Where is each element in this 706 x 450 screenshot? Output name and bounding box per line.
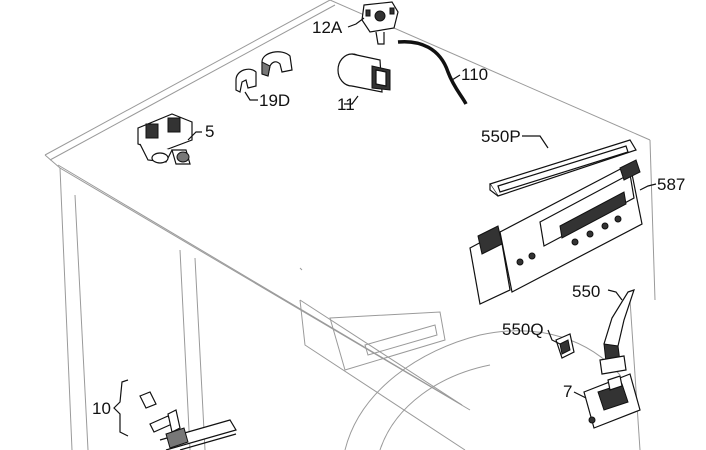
door-lock-part [583,373,641,429]
heater-bracket-brace [113,379,129,437]
callout-550P: 550P [481,127,521,146]
callout-11: 11 [337,95,355,114]
leader-5 [187,131,202,141]
leader-11 [344,95,359,105]
leader-110 [451,74,461,81]
callout-19D: 19D [259,91,290,110]
leader-7 [573,391,587,399]
hose-part [397,39,468,105]
callout-7: 7 [563,382,572,401]
pressostat-part [361,1,399,45]
lever-part [599,289,635,375]
leader-19D [244,91,258,101]
heater-part [139,391,237,450]
callout-550Q: 550Q [502,320,544,339]
callout-5: 5 [205,122,214,141]
latch-clip-part [555,333,575,359]
leader-550P [522,135,549,149]
callout-10: 10 [92,399,111,418]
callout-110: 110 [461,65,488,84]
bracket-part [235,51,293,93]
leader-550 [607,289,623,301]
leader-587 [639,183,657,191]
callout-12A: 12A [312,18,343,37]
leader-550Q [547,329,561,345]
panel-top-part [489,139,637,197]
callout-550: 550 [572,282,600,301]
capacitor-part [337,53,391,93]
control-board-part [469,159,643,305]
leader-12A [347,17,365,28]
callout-587: 587 [657,175,685,194]
inlet-valve-part [137,113,193,165]
